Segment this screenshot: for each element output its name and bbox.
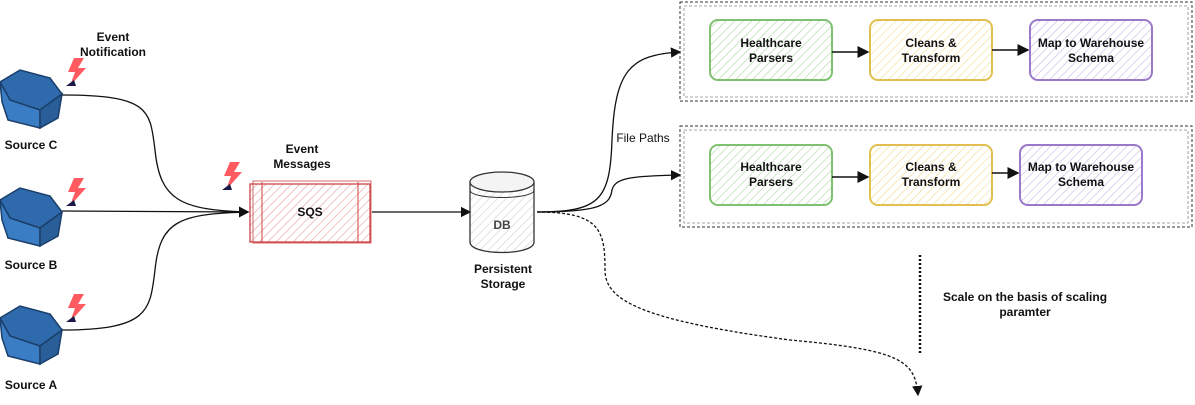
pipeline-1-step-1-box bbox=[709, 19, 833, 81]
source-connectors bbox=[61, 47, 923, 397]
sqs-label: SQS bbox=[297, 205, 323, 219]
pipeline-2-step-1-box bbox=[709, 144, 833, 206]
pipeline-2-step-1-label: Healthcare Parsers bbox=[740, 160, 802, 189]
source-b-cube-icon bbox=[0, 187, 64, 248]
scale-note-label: Scale on the basis of scaling paramter bbox=[942, 290, 1108, 319]
source-c-cube-icon bbox=[0, 69, 64, 130]
connector-db-scale bbox=[536, 211, 923, 397]
pipeline-2-step-2-box bbox=[869, 144, 993, 206]
sqs-queue bbox=[249, 180, 372, 244]
source-a-cube-icon bbox=[0, 305, 64, 366]
source-a-label: Source A bbox=[4, 378, 58, 392]
pipeline-2-step-3-label: Map to Warehouse Schema bbox=[1027, 160, 1135, 189]
persistent-storage-label: Persistent Storage bbox=[473, 262, 533, 291]
file-paths-label: File Paths bbox=[616, 131, 670, 145]
lightning-icon-source-b bbox=[66, 178, 86, 206]
pipeline-container-1-inner bbox=[683, 5, 1189, 98]
pipeline-container-2-inner bbox=[683, 129, 1189, 224]
pipeline-1-step-3-box bbox=[1029, 19, 1153, 81]
db-label: DB bbox=[493, 218, 511, 232]
event-notification-label: Event Notification bbox=[80, 30, 146, 59]
db-cylinder bbox=[469, 171, 535, 254]
connector-source-b bbox=[61, 206, 250, 218]
connector-source-c bbox=[61, 94, 250, 217]
pipeline-2-step-3-box bbox=[1019, 144, 1143, 206]
pipeline-2-step-2-label: Cleans & Transform bbox=[901, 160, 961, 189]
pipeline-container-2 bbox=[679, 125, 1193, 228]
lightning-icon-source-a bbox=[66, 294, 86, 322]
connector-db-pipeline-2 bbox=[536, 169, 682, 213]
lightning-icon-sqs bbox=[222, 162, 242, 190]
pipeline-1-step-3-label: Map to Warehouse Schema bbox=[1037, 36, 1145, 65]
connector-source-a bbox=[61, 207, 250, 331]
connector-db-pipeline-1 bbox=[536, 47, 682, 213]
pipeline-container-1 bbox=[679, 1, 1193, 102]
source-c-label: Source C bbox=[4, 138, 58, 152]
event-messages-label: Event Messages bbox=[273, 142, 331, 171]
pipeline-1-step-1-label: Healthcare Parsers bbox=[740, 36, 802, 65]
source-b-label: Source B bbox=[4, 258, 58, 272]
pipeline-1-step-2-label: Cleans & Transform bbox=[901, 36, 961, 65]
lightning-icon-source-c bbox=[66, 58, 86, 86]
